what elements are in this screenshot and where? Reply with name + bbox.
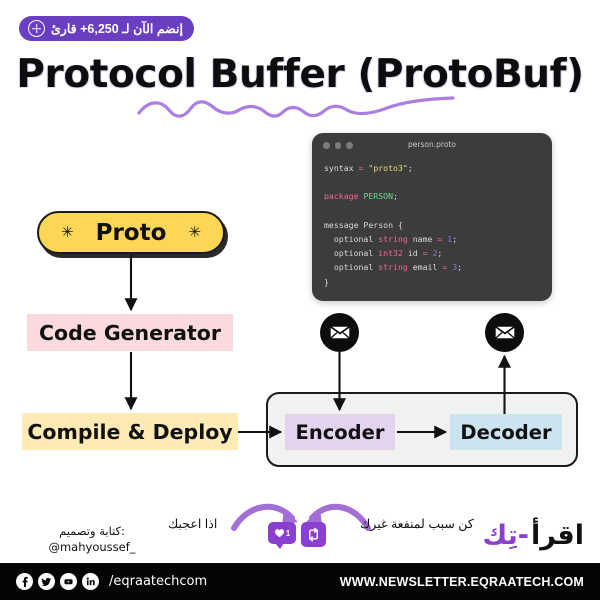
brand-logo-dark-part: اقرأ [531, 520, 584, 551]
code-token: optional [324, 234, 379, 245]
code-token: message Person { [324, 219, 403, 230]
window-maximize-dot[interactable] [346, 142, 353, 149]
brand-logo: اقرأ -تِك [483, 520, 585, 551]
twitter-icon[interactable] [38, 573, 55, 590]
cta-right-text: كن سبب لمنفعة غيرك [360, 517, 474, 531]
code-token: ; [457, 262, 463, 273]
code-line: optional int32 id = 2; [324, 246, 552, 260]
footer-bar: /eqraatechcom WWW.NEWSLETTER.EQRAATECH.C… [0, 563, 600, 600]
youtube-icon[interactable] [60, 573, 77, 590]
code-token: id [402, 248, 423, 259]
code-token: ; [437, 248, 443, 259]
window-minimize-dot[interactable] [334, 142, 341, 149]
code-token: package [324, 191, 364, 202]
code-token: = [422, 248, 428, 259]
code-token: email [407, 262, 443, 273]
envelope-icon-encoder-input [320, 313, 359, 352]
code-token: ; [452, 234, 458, 245]
node-proto-label: Proto [95, 219, 167, 246]
facebook-icon[interactable] [16, 573, 33, 590]
code-token: int32 [378, 248, 403, 259]
code-token: } [324, 276, 329, 287]
join-now-badge[interactable]: إنضم الآن لـ 6,250+ قارئ [19, 16, 194, 41]
social-handle: /eqraatechcom [109, 574, 208, 589]
node-proto[interactable]: ✳ Proto ✳ [37, 211, 225, 254]
node-compile-deploy[interactable]: Compile & Deploy [22, 413, 238, 450]
reaction-icons: 1 [268, 522, 326, 549]
node-compile-deploy-label: Compile & Deploy [27, 419, 233, 444]
code-token: string [378, 234, 408, 245]
cta-curved-arrows [231, 503, 371, 531]
credit-line-1: كتابة وتصميم: [59, 524, 125, 538]
credit-block: كتابة وتصميم: @mahyoussef_ [28, 524, 156, 555]
code-line: package PERSON; [324, 189, 552, 203]
traffic-light-dots [323, 142, 353, 149]
brand-logo-purple-part: -تِك [482, 520, 530, 551]
node-decoder-label: Decoder [460, 420, 552, 444]
cta-left-text: اذا اعجبك [168, 517, 218, 531]
code-line: optional string email = 3; [324, 260, 552, 274]
code-filename: person.proto [408, 140, 456, 149]
code-window: person.proto syntax = "proto3"; package … [312, 133, 552, 301]
heart-icon [274, 529, 284, 538]
page-title: Protocol Buffer (ProtoBuf) [16, 52, 584, 97]
code-token: "proto3" [368, 163, 408, 173]
code-line: message Person { [324, 218, 552, 232]
envelope-icon-decoder-output [485, 313, 524, 352]
code-line [324, 204, 552, 218]
code-token: string [378, 262, 408, 273]
footer-website-url: WWW.NEWSLETTER.EQRAATECH.COM [339, 574, 584, 589]
node-code-generator-label: Code Generator [38, 320, 221, 345]
repost-icon [309, 527, 318, 542]
code-token: 3 [452, 262, 458, 273]
like-button[interactable]: 1 [268, 522, 296, 549]
sparkle-icon-left: ✳ [61, 223, 74, 241]
code-token: = [358, 163, 364, 173]
window-close-dot[interactable] [323, 142, 330, 149]
node-encoder[interactable]: Encoder [285, 414, 395, 450]
code-content: syntax = "proto3"; package PERSON; messa… [312, 157, 552, 289]
code-token: name [407, 234, 438, 245]
social-links-group: /eqraatechcom [16, 573, 207, 590]
linkedin-icon[interactable] [82, 573, 99, 590]
code-token: optional [324, 248, 379, 259]
code-window-titlebar: person.proto [312, 133, 552, 157]
code-token: 2 [432, 248, 438, 259]
code-token: PERSON [363, 191, 394, 202]
code-line: syntax = "proto3"; [324, 161, 552, 175]
code-line: optional string name = 1; [324, 232, 552, 246]
code-token: 1 [447, 234, 453, 245]
code-token: syntax [324, 163, 359, 173]
node-encoder-label: Encoder [295, 420, 385, 444]
code-line [324, 175, 552, 189]
code-line: } [324, 275, 552, 289]
node-decoder[interactable]: Decoder [450, 414, 562, 450]
sparkle-icon-right: ✳ [188, 223, 201, 241]
join-badge-label: إنضم الآن لـ 6,250+ قارئ [51, 22, 183, 36]
repost-button[interactable] [301, 522, 326, 547]
node-code-generator[interactable]: Code Generator [27, 314, 233, 351]
title-underline-squiggle [137, 96, 455, 118]
plus-circle-icon [28, 20, 45, 37]
credit-line-2: @mahyoussef_ [48, 539, 136, 554]
code-token: ; [407, 163, 413, 173]
code-token: ; [393, 191, 398, 202]
code-token: = [437, 234, 443, 245]
like-count: 1 [285, 528, 291, 538]
code-token: optional [324, 262, 379, 273]
code-token: = [442, 262, 448, 273]
